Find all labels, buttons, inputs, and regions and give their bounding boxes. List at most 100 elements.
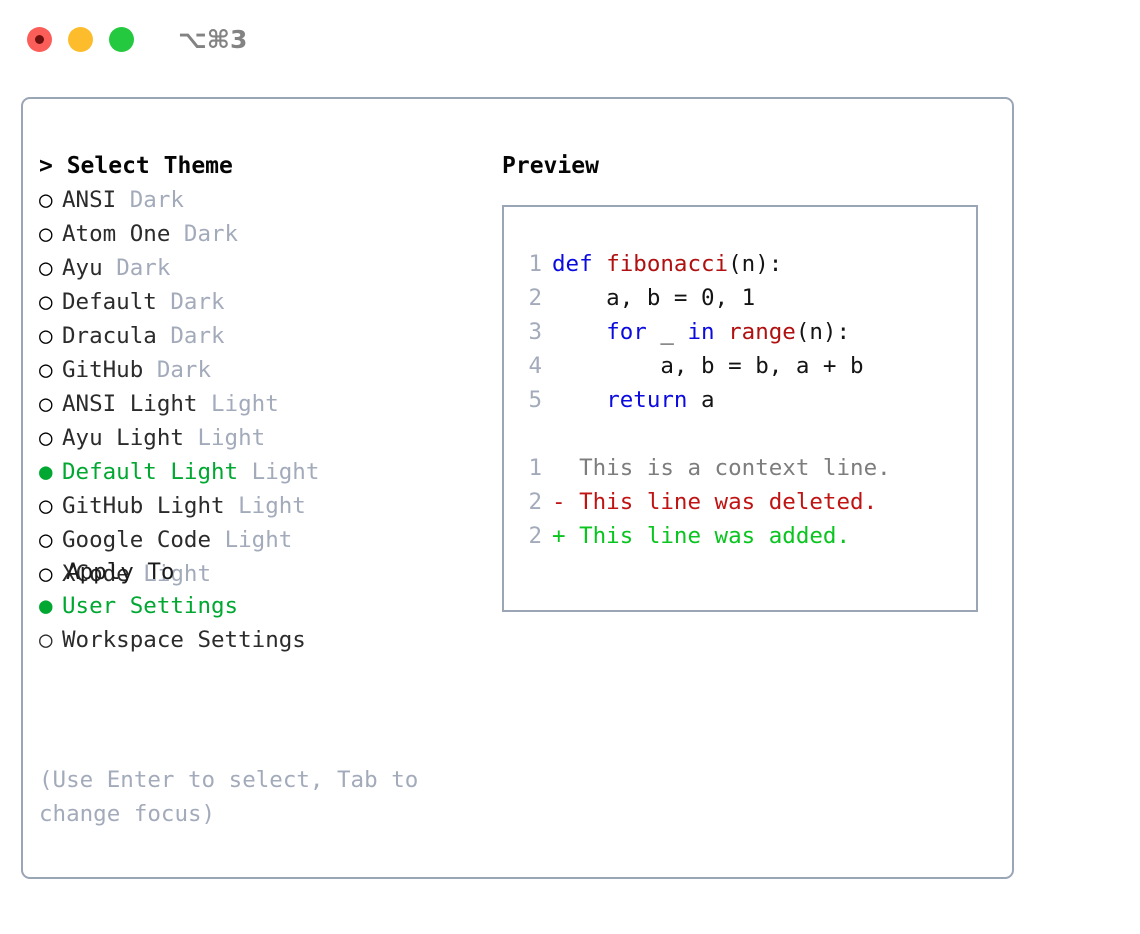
radio-unselected-icon: ○ — [39, 323, 53, 349]
preview-column: Preview — [502, 149, 992, 183]
code-token: a, b = 0, 1 — [552, 285, 756, 311]
diff-spacer — [566, 455, 580, 481]
line-number: 1 — [528, 455, 542, 481]
preview-header: Preview — [502, 153, 599, 179]
theme-item-tag: Light — [251, 459, 320, 485]
line-number: 3 — [528, 319, 542, 345]
minimize-button[interactable] — [68, 26, 93, 52]
radio-unselected-icon: ○ — [39, 527, 53, 553]
code-line: 1 def fibonacci(n): — [514, 247, 970, 281]
theme-item[interactable]: ○Default Dark — [39, 285, 489, 319]
keyboard-hint: (Use Enter to select, Tab to change focu… — [39, 767, 419, 827]
code-token — [715, 319, 729, 345]
radio-selected-icon: ● — [39, 459, 53, 485]
theme-item-tag: Light — [211, 391, 279, 417]
code-token: return — [606, 387, 688, 413]
radio-unselected-icon: ○ — [39, 493, 53, 519]
diff-marker — [552, 455, 566, 481]
line-number: 2 — [528, 285, 542, 311]
theme-item-tag: Dark — [156, 357, 212, 383]
code-line: 4 a, b = b, a + b — [514, 349, 970, 383]
theme-item-label: GitHub — [62, 357, 144, 383]
select-theme-header: > Select Theme — [39, 153, 233, 179]
line-number: 2 — [528, 523, 542, 549]
theme-item[interactable]: ○ Ayu Dark — [39, 251, 489, 285]
code-token: def — [552, 251, 607, 277]
theme-list: ○ANSI Dark○Atom One Dark○Ayu Dark○Defaul… — [39, 183, 489, 591]
theme-item-tag: Dark — [183, 221, 239, 247]
theme-item-tag: Light — [224, 527, 293, 553]
radio-unselected-icon: ○ — [39, 357, 53, 383]
theme-item-label: Ayu — [62, 255, 103, 281]
theme-item-tag: Dark — [116, 255, 171, 281]
theme-item-label: ANSI — [62, 187, 117, 213]
diff-spacer — [566, 523, 580, 549]
radio-unselected-icon: ○ — [39, 255, 53, 281]
theme-item-label: Google Code — [62, 527, 212, 553]
diff-sample: 1 This is a context line.2- This line wa… — [514, 451, 970, 553]
theme-item-label: Dracula — [62, 323, 157, 349]
theme-item[interactable]: ○ Google Code Light — [39, 523, 489, 557]
apply-to-item[interactable]: ○ Workspace Settings — [39, 623, 489, 657]
theme-item-tag: Light — [197, 425, 266, 451]
diff-line: 2- This line was deleted. — [514, 485, 970, 519]
maximize-button[interactable] — [109, 26, 134, 52]
code-token: fibonacci — [606, 251, 729, 277]
radio-unselected-icon: ○ — [39, 187, 53, 213]
theme-item[interactable]: ○ANSI Light Light — [39, 387, 489, 421]
line-number: 4 — [528, 353, 542, 379]
code-token: a, b = b, a + b — [552, 353, 864, 379]
code-token: range — [728, 319, 796, 345]
code-token: (n): — [728, 251, 783, 277]
code-token: a — [687, 387, 715, 413]
apply-to-item-label: Workspace Settings — [62, 627, 306, 653]
panel-content: > Select Theme ○ANSI Dark○Atom One Dark○… — [23, 99, 1012, 877]
radio-unselected-icon: ○ — [39, 561, 53, 587]
record-indicator-icon — [35, 34, 44, 44]
title-bar: ⌥⌘3 — [0, 0, 1140, 78]
apply-to-list: ● User Settings ○ Workspace Settings — [39, 589, 489, 657]
theme-item-tag: Light — [238, 493, 306, 519]
code-line: 2 a, b = 0, 1 — [514, 281, 970, 315]
diff-line: 2+ This line was added. — [514, 519, 970, 553]
close-button[interactable] — [27, 26, 52, 52]
theme-item[interactable]: ○ XCode Light — [39, 557, 489, 591]
theme-item[interactable]: ● Default Light Light — [39, 455, 489, 489]
apply-to-item-label: User Settings — [62, 593, 239, 619]
diff-text: This is a context line. — [579, 455, 891, 481]
theme-item[interactable]: ○ ANSI Dark — [39, 183, 489, 217]
diff-line: 1 This is a context line. — [514, 451, 970, 485]
code-token: for — [606, 319, 647, 345]
code-token: _ — [646, 319, 688, 345]
theme-item[interactable]: ○ GitHub Dark — [39, 353, 489, 387]
theme-item[interactable]: ○Dracula Dark — [39, 319, 489, 353]
apply-to-item[interactable]: ● User Settings — [39, 589, 489, 623]
theme-item-tag: Dark — [129, 187, 184, 213]
line-number: 1 — [528, 251, 542, 277]
code-token — [552, 319, 606, 345]
line-number: 5 — [528, 387, 542, 413]
code-token — [552, 387, 606, 413]
theme-item[interactable]: ○ Ayu Light Light — [39, 421, 489, 455]
radio-unselected-icon: ○ — [39, 425, 53, 451]
window-title: ⌥⌘3 — [178, 24, 248, 54]
apply-to-group: Apply To ● User Settings ○ Workspace Settin… — [39, 555, 489, 657]
diff-spacer — [566, 489, 580, 515]
theme-item-label: XCode — [62, 561, 130, 587]
code-line: 5 return a — [514, 383, 970, 417]
radio-unselected-icon: ○ — [39, 627, 53, 653]
main-panel: > Select Theme ○ANSI Dark○Atom One Dark○… — [21, 97, 1014, 879]
diff-text: This line was deleted. — [579, 489, 878, 515]
apply-to-label: Apply To — [39, 559, 175, 585]
theme-item[interactable]: ○GitHub Light Light — [39, 489, 489, 523]
radio-unselected-icon: ○ — [39, 289, 53, 315]
theme-item-tag: Light — [143, 561, 212, 587]
theme-item[interactable]: ○Atom One Dark — [39, 217, 489, 251]
radio-selected-icon: ● — [39, 593, 53, 619]
theme-item-label: Default Light — [62, 459, 239, 485]
radio-unselected-icon: ○ — [39, 391, 53, 417]
theme-item-label: Ayu Light — [62, 425, 184, 451]
